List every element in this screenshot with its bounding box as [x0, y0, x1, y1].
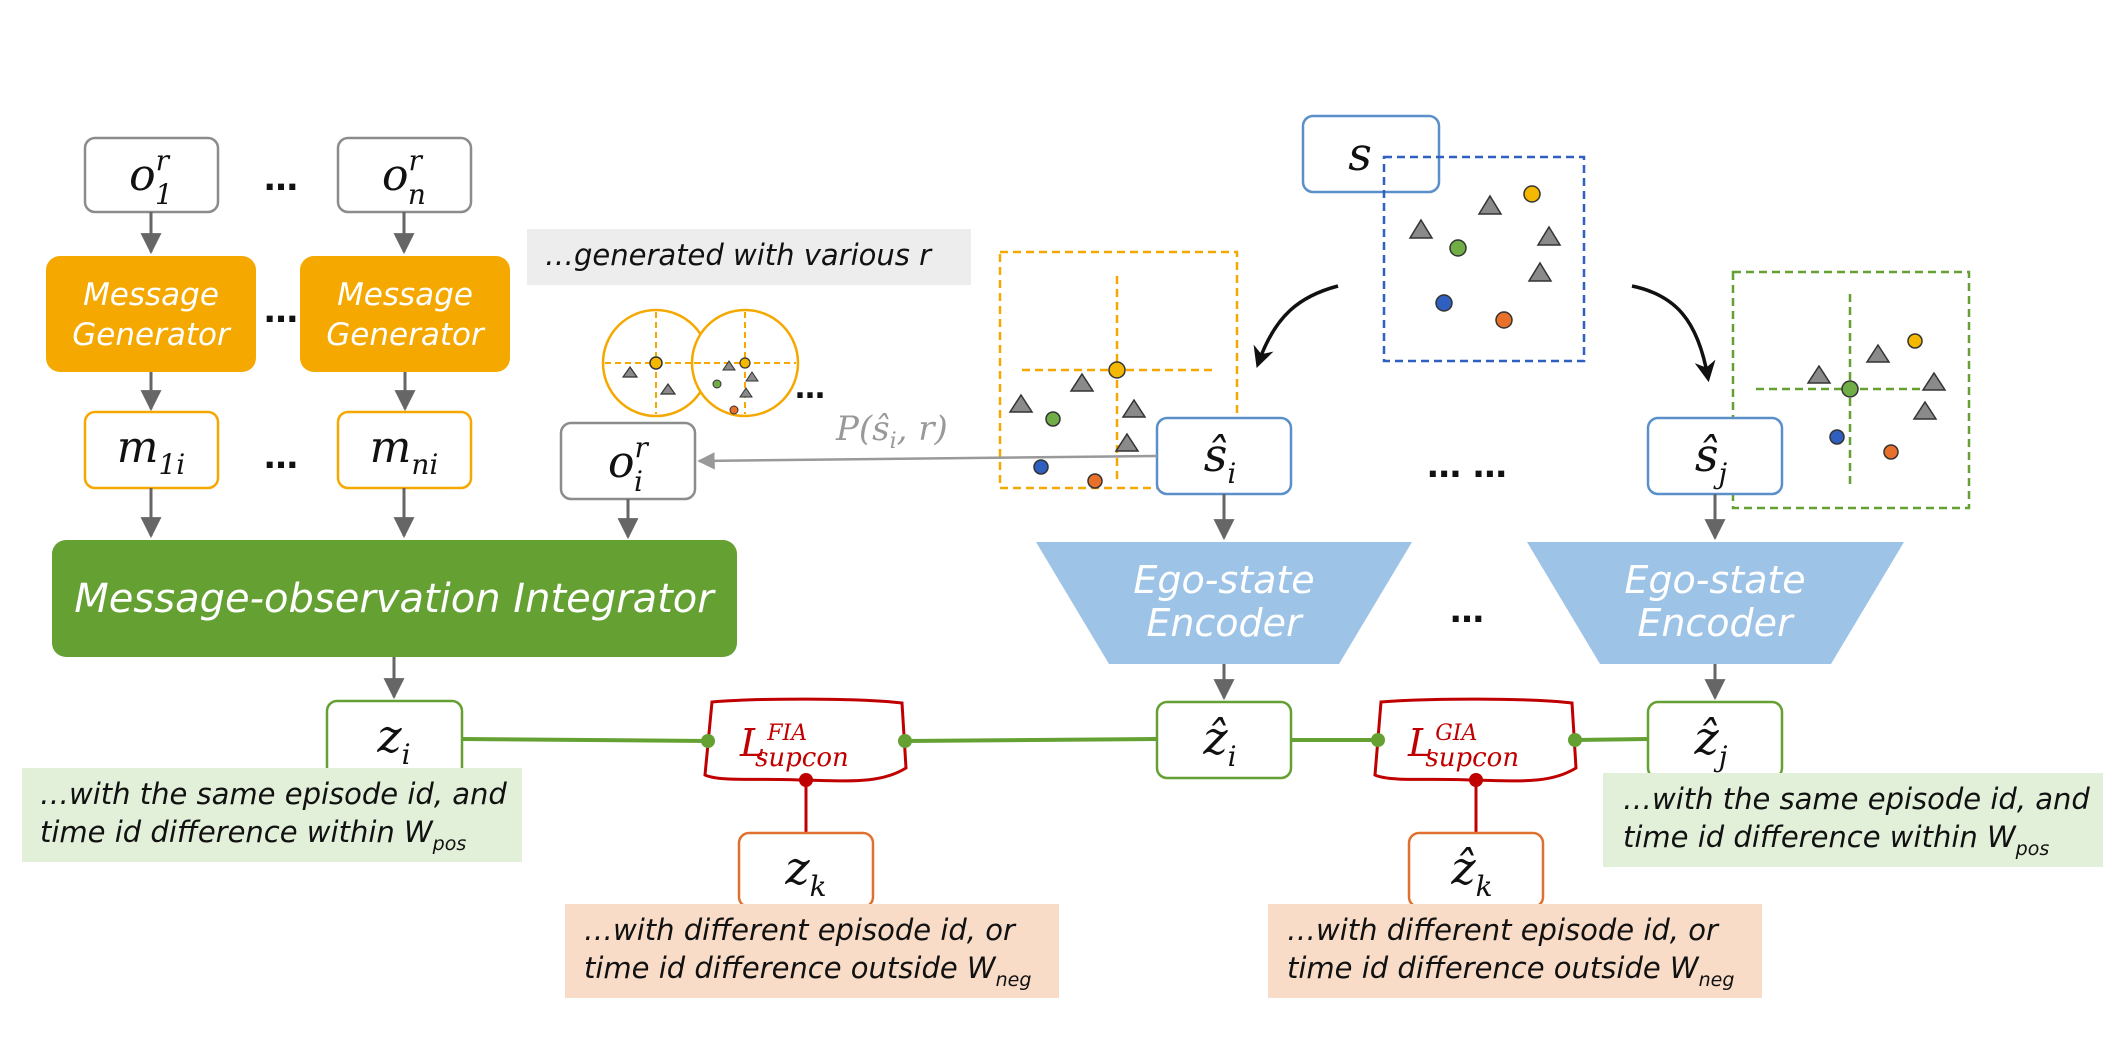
negative-note-right: …with different episode id, or time id d…	[1268, 904, 1762, 998]
ellipsis-messages: …	[264, 437, 298, 477]
message-box-mni: mni	[336, 410, 473, 490]
svg-text:ori: ori	[608, 431, 650, 498]
svg-text:Message: Message	[337, 277, 473, 313]
svg-text:zk: zk	[784, 841, 826, 903]
observation-circles-icon	[601, 308, 800, 418]
svg-text:or1: or1	[129, 144, 173, 211]
message-box-m1i: m1i	[83, 410, 220, 490]
local-state-map-i	[998, 250, 1239, 490]
ego-state-encoder-i: Ego-state Encoder	[1036, 542, 1412, 664]
svg-text:Encoder: Encoder	[1146, 601, 1304, 645]
embedding-box-zhat-j: ẑj	[1646, 700, 1784, 780]
svg-text:…generated with various r: …generated with various r	[545, 238, 933, 272]
svg-text:s: s	[1348, 127, 1372, 181]
svg-text:…with different episode id, or: …with different episode id, or	[584, 913, 1017, 947]
message-observation-integrator: Message-observation Integrator	[52, 540, 737, 657]
ego-state-box-si: ŝi	[1155, 416, 1293, 496]
ellipsis-ego-states: … …	[1427, 446, 1507, 486]
svg-text:Message: Message	[83, 277, 219, 313]
message-generator-1: Message Generator	[46, 256, 256, 372]
global-state-map	[1382, 155, 1586, 363]
embedding-box-zhat-k: ẑk	[1407, 831, 1545, 909]
svg-text:ẑi: ẑi	[1202, 711, 1236, 773]
svg-text:time id difference within Wpos: time id difference within Wpos	[1623, 820, 2049, 860]
state-box-s: s	[1301, 114, 1441, 194]
svg-text:ŝi: ŝi	[1204, 428, 1237, 490]
svg-text:m1i: m1i	[117, 422, 186, 481]
ellipsis-generators: …	[264, 291, 298, 331]
positive-note-left: …with the same episode id, and time id d…	[22, 768, 522, 862]
svg-text:ẑj: ẑj	[1694, 711, 1728, 773]
ego-state-encoder-j: Ego-state Encoder	[1527, 542, 1904, 664]
negative-note-left: …with different episode id, or time id d…	[565, 904, 1059, 998]
ellipsis-observations: …	[264, 159, 298, 199]
svg-text:orn: orn	[382, 144, 426, 211]
svg-text:ŝj: ŝj	[1695, 428, 1728, 490]
svg-text:…with different episode id, or: …with different episode id, or	[1287, 913, 1720, 947]
ellipsis-circles: …	[795, 371, 825, 406]
svg-text:zi: zi	[376, 709, 410, 771]
svg-text:mni: mni	[370, 422, 439, 481]
positive-note-right: …with the same episode id, and time id d…	[1603, 773, 2103, 867]
ego-state-box-sj: ŝj	[1646, 416, 1784, 496]
svg-text:time id difference outside Wne: time id difference outside Wneg	[1287, 951, 1734, 991]
embedding-box-zk: zk	[737, 831, 875, 909]
generated-note: …generated with various r	[527, 229, 971, 285]
svg-text:Generator: Generator	[72, 317, 232, 353]
embedding-box-zhat-i: ẑi	[1155, 700, 1293, 780]
embedding-box-zi: zi	[325, 699, 464, 779]
message-generator-n: Message Generator	[300, 256, 510, 372]
svg-text:time id difference outside Wne: time id difference outside Wneg	[584, 951, 1031, 991]
svg-text:time id difference within Wpos: time id difference within Wpos	[40, 815, 466, 855]
svg-text:…with the same episode id, and: …with the same episode id, and	[1623, 782, 2090, 816]
ellipsis-encoders: …	[1450, 591, 1484, 631]
svg-text:ẑk: ẑk	[1450, 841, 1492, 903]
svg-text:Generator: Generator	[326, 317, 486, 353]
svg-text:…with the same episode id, and: …with the same episode id, and	[40, 777, 507, 811]
projection-label: P(ŝi, r)	[835, 409, 948, 454]
svg-text:Ego-state: Ego-state	[1133, 558, 1314, 602]
svg-text:Ego-state: Ego-state	[1624, 558, 1805, 602]
svg-text:Message-observation Integrator: Message-observation Integrator	[74, 576, 716, 622]
local-state-map-j	[1731, 270, 1971, 510]
svg-text:Encoder: Encoder	[1637, 601, 1795, 645]
